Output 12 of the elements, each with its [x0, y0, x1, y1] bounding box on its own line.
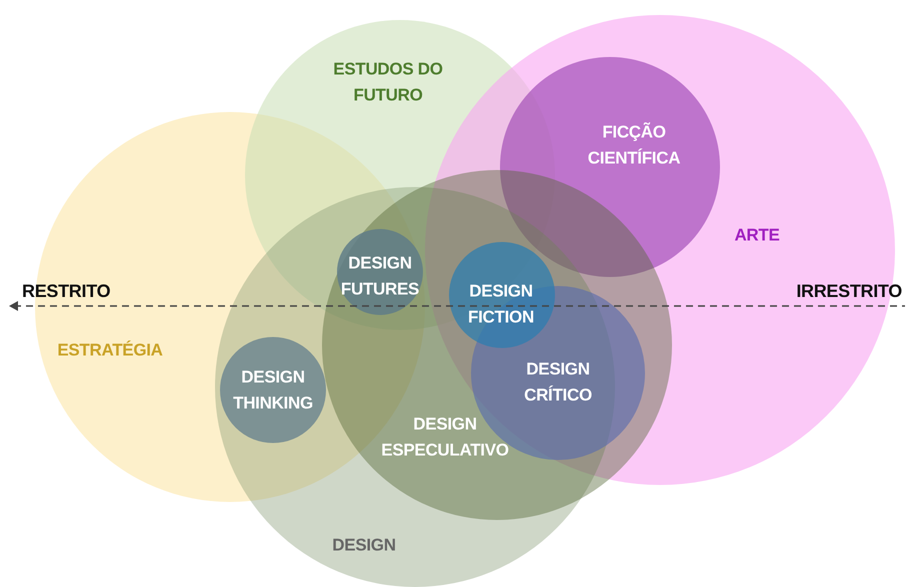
circle-label: DESIGN THINKING	[232, 366, 314, 414]
axis-end-label: RESTRITO	[22, 281, 110, 302]
circle-label: DESIGN	[331, 534, 397, 556]
circle-label: ESTRATÉGIA	[56, 339, 164, 362]
circle-label: DESIGN FICTION	[467, 280, 535, 328]
circle-label: DESIGN CRÍTICO	[523, 358, 593, 406]
circle-label: ARTE	[733, 224, 781, 246]
circle-label: DESIGN ESPECULATIVO	[380, 414, 510, 461]
axis-end-label: IRRESTRITO	[796, 281, 902, 302]
circle-label: FICÇÃO CIENTÍFICA	[586, 121, 682, 169]
circle-label: ESTUDOS DO FUTURO	[332, 58, 444, 106]
circle-label: DESIGN FUTURES	[340, 252, 420, 300]
